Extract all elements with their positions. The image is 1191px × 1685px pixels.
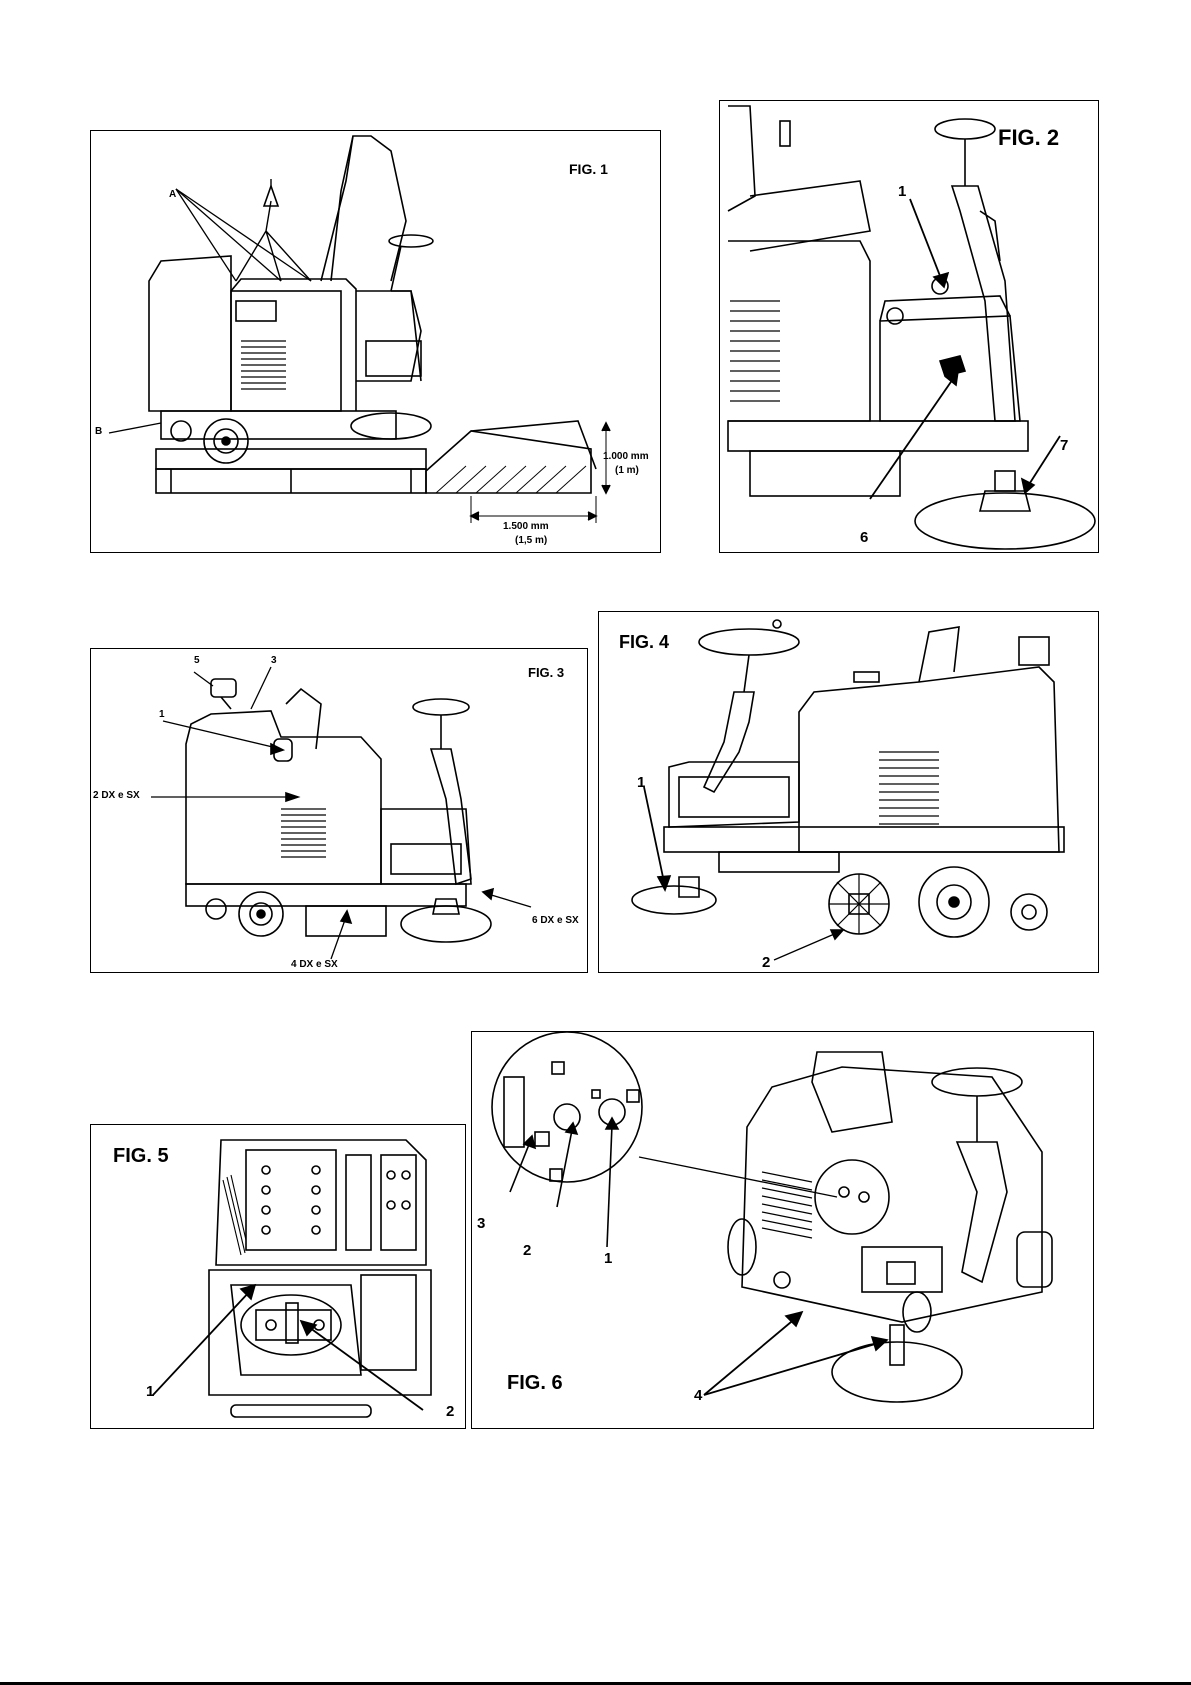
fig6-callout-4: 4 (694, 1387, 702, 1404)
fig6-callout-1: 1 (604, 1250, 612, 1267)
fig3-callout-4-dx-sx: 4 DX e SX (291, 959, 338, 970)
figure-5-panel: FIG. 5 1 2 (90, 1124, 466, 1429)
fig3-callout-5: 5 (194, 655, 200, 666)
fig1-title: FIG. 1 (569, 161, 608, 177)
fig2-driver-area-drawing (720, 101, 1099, 553)
fig6-perspective-view-drawing (472, 1032, 1094, 1429)
fig1-length-mm: 1.500 mm (503, 521, 549, 532)
fig2-title: FIG. 2 (998, 125, 1059, 151)
figure-3-panel: FIG. 3 5 3 1 2 DX e SX 6 DX e SX 4 DX e … (90, 648, 588, 973)
fig4-title: FIG. 4 (619, 632, 669, 653)
fig3-callout-2-dx-sx: 2 DX e SX (93, 790, 140, 801)
fig3-side-view-drawing (91, 649, 588, 973)
fig3-callout-1: 1 (159, 709, 165, 720)
fig5-callout-2: 2 (446, 1403, 454, 1420)
fig3-title: FIG. 3 (528, 665, 564, 680)
fig6-callout-3: 3 (477, 1215, 485, 1232)
fig1-label-a: A (169, 189, 176, 200)
fig6-callout-2: 2 (523, 1242, 531, 1259)
figure-6-panel: FIG. 6 3 2 1 4 (471, 1031, 1094, 1429)
figure-2-panel: FIG. 2 1 6 7 (719, 100, 1099, 553)
fig2-callout-1: 1 (898, 183, 906, 200)
figure-4-panel: FIG. 4 1 2 (598, 611, 1099, 973)
fig4-callout-1: 1 (637, 774, 645, 791)
fig4-side-brush-view-drawing (599, 612, 1099, 973)
fig4-callout-2: 2 (762, 954, 770, 971)
fig5-title: FIG. 5 (113, 1145, 169, 1168)
fig2-callout-7: 7 (1060, 437, 1068, 454)
fig3-callout-3: 3 (271, 655, 277, 666)
fig1-length-m: (1,5 m) (515, 535, 547, 546)
fig1-sweeper-on-pallet-drawing (91, 131, 661, 553)
fig1-height-mm: 1.000 mm (603, 451, 649, 462)
figure-1-panel: FIG. 1 A B 1.000 mm (1 m) 1.500 mm (1,5 … (90, 130, 661, 553)
fig5-callout-1: 1 (146, 1383, 154, 1400)
fig3-callout-6-dx-sx: 6 DX e SX (532, 915, 579, 926)
fig1-height-m: (1 m) (615, 465, 639, 476)
fig2-callout-6: 6 (860, 529, 868, 546)
fig1-label-b: B (95, 426, 102, 437)
fig6-title: FIG. 6 (507, 1372, 563, 1395)
